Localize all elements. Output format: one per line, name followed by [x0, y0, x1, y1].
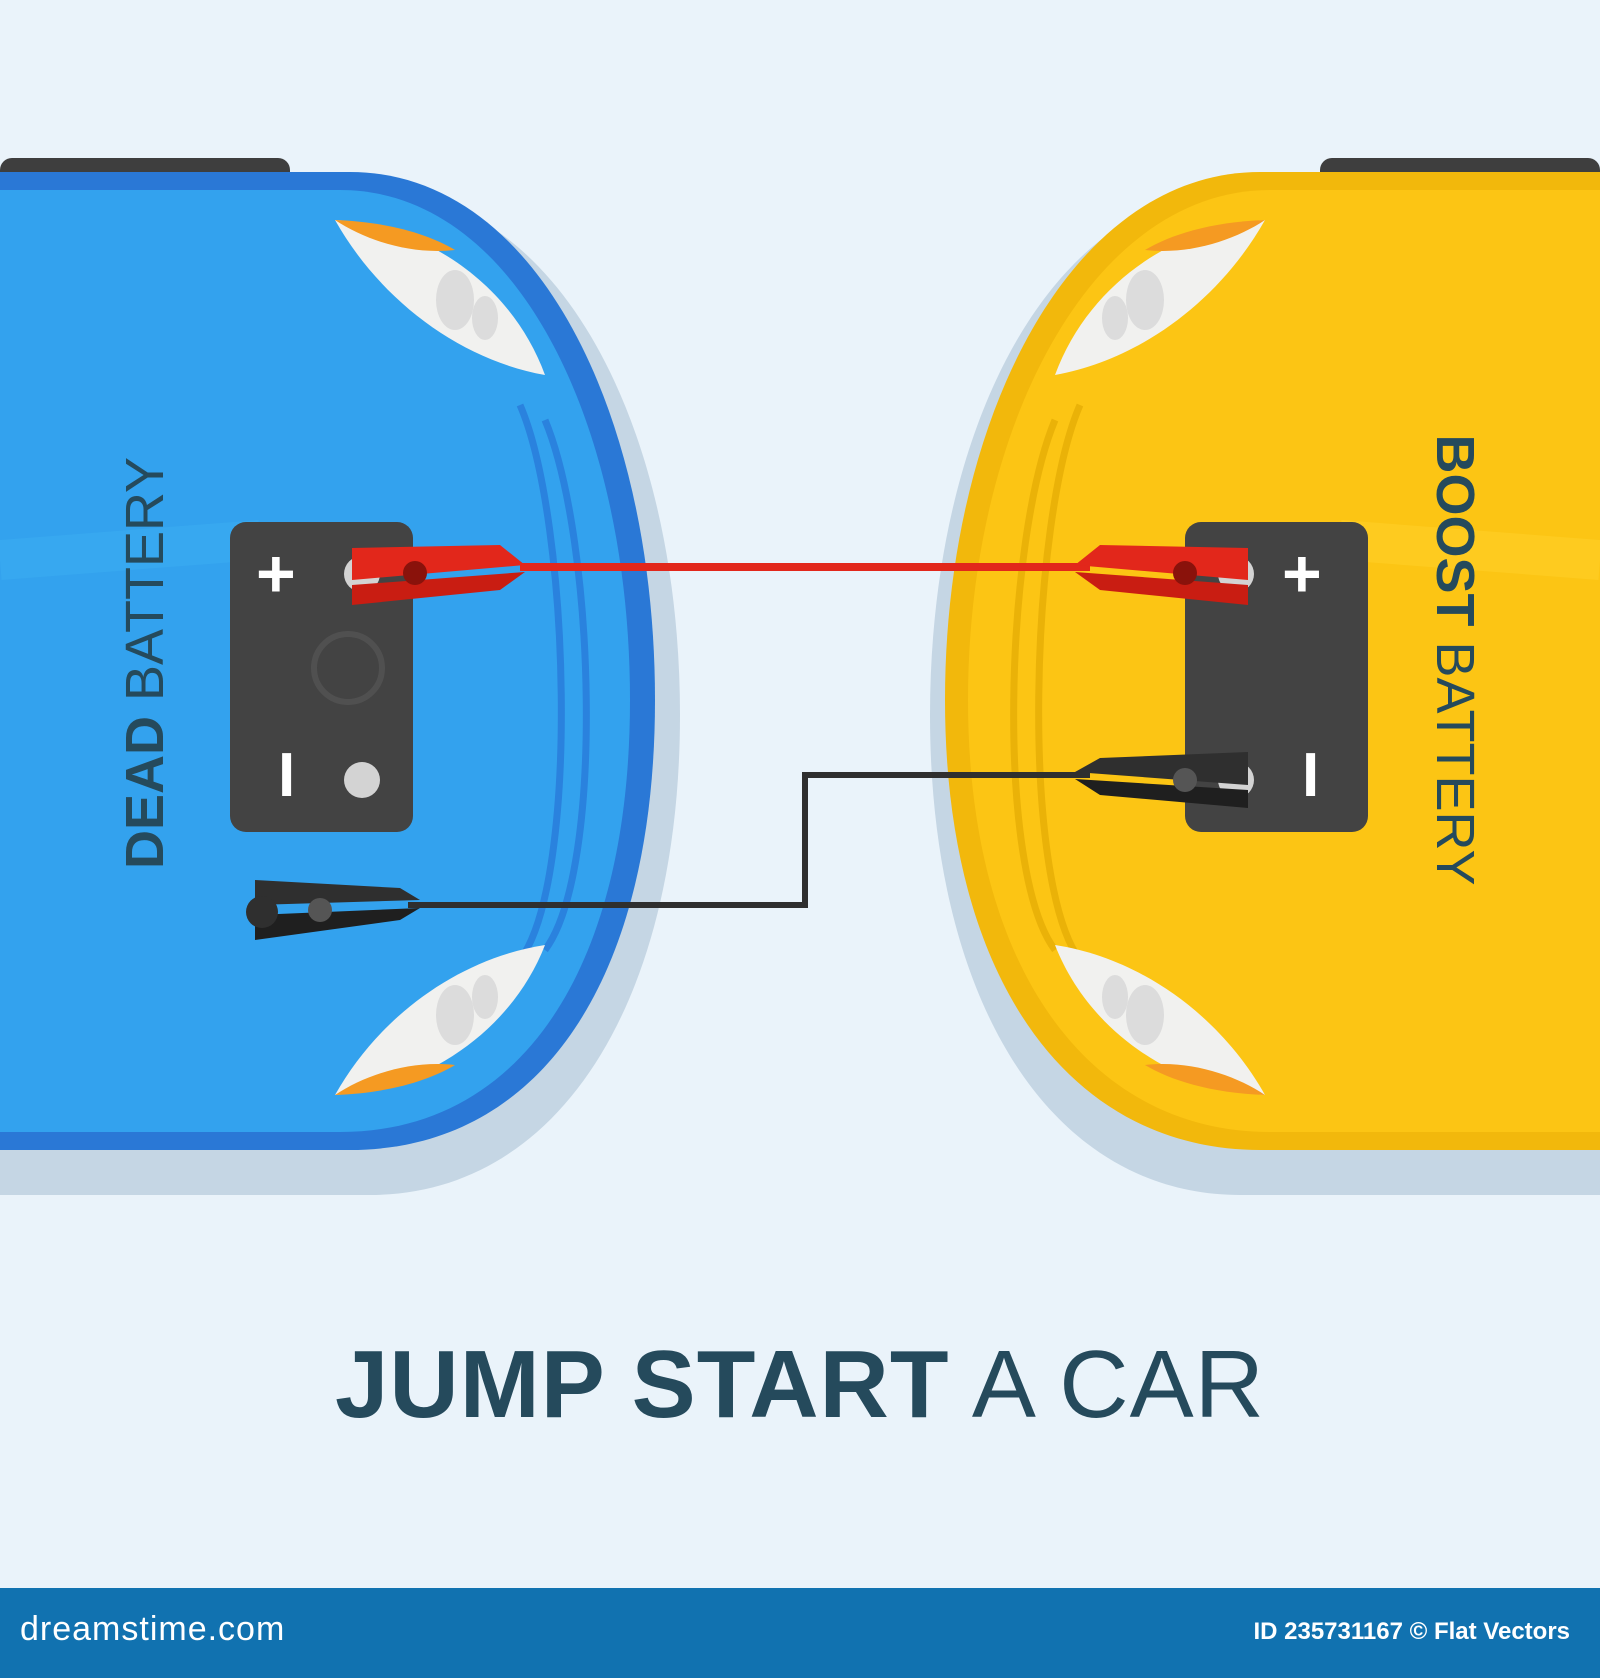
footer-bar: dreamstime.com ID 235731167 © Flat Vecto… [0, 1588, 1600, 1678]
boost-positive-clamp [1075, 545, 1248, 605]
dead-battery-plus-sign: + [256, 536, 296, 612]
boost-battery-plus-sign: + [1282, 536, 1322, 612]
dead-label-regular: BATTERY [115, 456, 175, 717]
scene [0, 158, 1600, 1195]
boost-negative-clamp [1075, 752, 1248, 808]
boost-car [930, 158, 1600, 1195]
dead-car-headlight-top [335, 220, 545, 375]
dead-car-hood-shine [0, 520, 262, 580]
dead-car-hood-crease [516, 403, 565, 963]
dead-car [0, 158, 680, 1195]
dead-negative-clamp-ground [246, 880, 420, 940]
title-regular: A CAR [949, 1331, 1265, 1438]
boost-label-regular: BATTERY [1425, 626, 1485, 886]
dead-positive-clamp [352, 545, 525, 605]
dead-battery-label: DEAD BATTERY [114, 433, 176, 893]
boost-label-bold: BOOST [1425, 434, 1485, 627]
boost-car-hood-crease [1035, 403, 1084, 963]
boost-car-headlight-top [1055, 220, 1265, 375]
page-title: JUMP START A CAR [0, 1330, 1600, 1440]
boost-battery-label: BOOST BATTERY [1424, 425, 1486, 895]
footer-image-id: ID 235731167 © Flat Vectors [1253, 1618, 1570, 1645]
boost-car-headlight-bottom [1055, 945, 1265, 1095]
negative-cable [408, 772, 1090, 908]
boost-battery-minus-sign: I [1302, 741, 1320, 810]
dead-battery-negative-terminal [344, 762, 380, 798]
boost-car-hood-crease [1010, 418, 1059, 953]
footer-brand[interactable]: dreamstime.com [20, 1610, 286, 1648]
dead-label-bold: DEAD [115, 716, 175, 870]
dead-car-headlight-bottom [335, 945, 545, 1095]
title-bold: JUMP START [335, 1331, 950, 1438]
boost-car-hood-shine [1338, 520, 1600, 580]
dead-battery-minus-sign: I [278, 741, 296, 810]
